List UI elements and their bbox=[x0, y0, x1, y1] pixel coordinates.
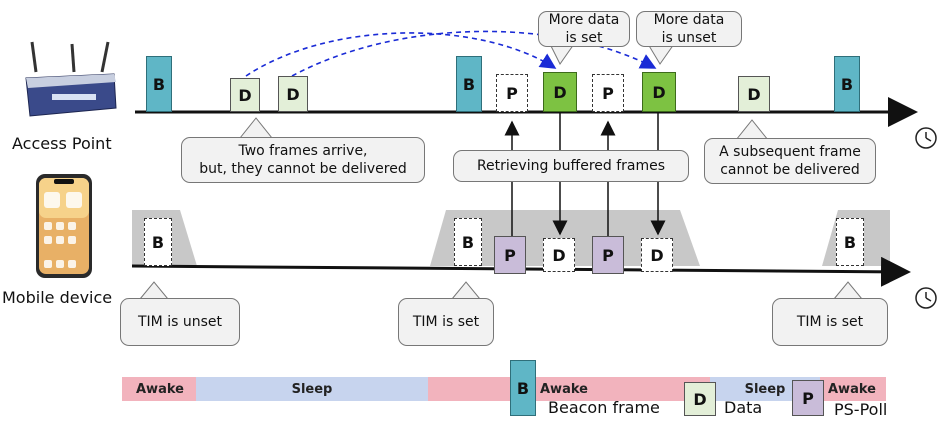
mobile-beacon-frame-1: B bbox=[144, 218, 172, 266]
ap-beacon-frame-1: B bbox=[146, 56, 172, 112]
mobile-data-frame-1: D bbox=[543, 238, 575, 272]
legend-data-swatch: D bbox=[684, 382, 716, 416]
callout-subsequent: A subsequent frame cannot be delivered bbox=[704, 138, 876, 184]
ap-poll-frame-1: P bbox=[496, 74, 528, 112]
ap-data-frame-3: D bbox=[738, 76, 770, 112]
callout-pointer bbox=[647, 43, 675, 65]
access-point-label: Access Point bbox=[12, 134, 112, 153]
mobile-device-label: Mobile device bbox=[2, 288, 113, 307]
callout-pointer bbox=[832, 281, 864, 300]
band-awake-1: Awake bbox=[122, 377, 196, 401]
callout-pointer bbox=[238, 117, 274, 139]
callout-pointer bbox=[450, 281, 482, 300]
callout-pointer bbox=[734, 119, 770, 141]
callout-pointer bbox=[549, 43, 575, 65]
ap-beacon-frame-2: B bbox=[456, 56, 482, 112]
band-awake-3: Awake bbox=[820, 377, 886, 401]
buffer-arc-2 bbox=[291, 30, 657, 77]
callout-more-data-set: More data is set bbox=[538, 11, 630, 47]
callout-tim-set-2: TIM is set bbox=[772, 298, 888, 346]
clock-icon bbox=[915, 287, 937, 309]
ap-beacon-frame-3: B bbox=[834, 56, 860, 112]
ap-poll-frame-2: P bbox=[592, 74, 624, 112]
ap-data-frame-delivered-1: D bbox=[543, 72, 577, 112]
ap-data-frame-1: D bbox=[230, 78, 260, 112]
ap-data-frame-2: D bbox=[278, 76, 308, 112]
mobile-beacon-frame-2: B bbox=[454, 218, 482, 266]
router-icon bbox=[25, 41, 117, 117]
mobile-poll-frame-2: P bbox=[592, 236, 624, 274]
callout-two-frames: Two frames arrive, but, they cannot be d… bbox=[181, 137, 425, 183]
mobile-beacon-frame-3: B bbox=[836, 218, 864, 266]
smartphone-icon bbox=[36, 174, 92, 278]
buffer-arc-1 bbox=[245, 32, 557, 77]
callout-tim-set-1: TIM is set bbox=[398, 298, 494, 346]
callout-more-data-unset: More data is unset bbox=[636, 11, 742, 47]
band-sleep-1: Sleep bbox=[196, 377, 428, 401]
mobile-poll-frame-1: P bbox=[494, 236, 526, 274]
callout-tim-unset: TIM is unset bbox=[120, 298, 240, 346]
band-awake-2: Awake bbox=[428, 377, 710, 401]
legend-beacon-label: Beacon frame bbox=[548, 398, 660, 417]
ap-data-frame-delivered-2: D bbox=[642, 72, 676, 112]
legend-poll-swatch: P bbox=[792, 380, 824, 416]
callout-pointer bbox=[138, 281, 170, 300]
callout-retrieving: Retrieving buffered frames bbox=[453, 150, 689, 182]
legend-data-label: Data bbox=[724, 398, 763, 417]
legend-beacon-swatch: B bbox=[510, 360, 536, 416]
legend-poll-label: PS-Poll bbox=[834, 400, 888, 419]
clock-icon bbox=[915, 127, 937, 149]
mobile-data-frame-2: D bbox=[641, 238, 673, 272]
